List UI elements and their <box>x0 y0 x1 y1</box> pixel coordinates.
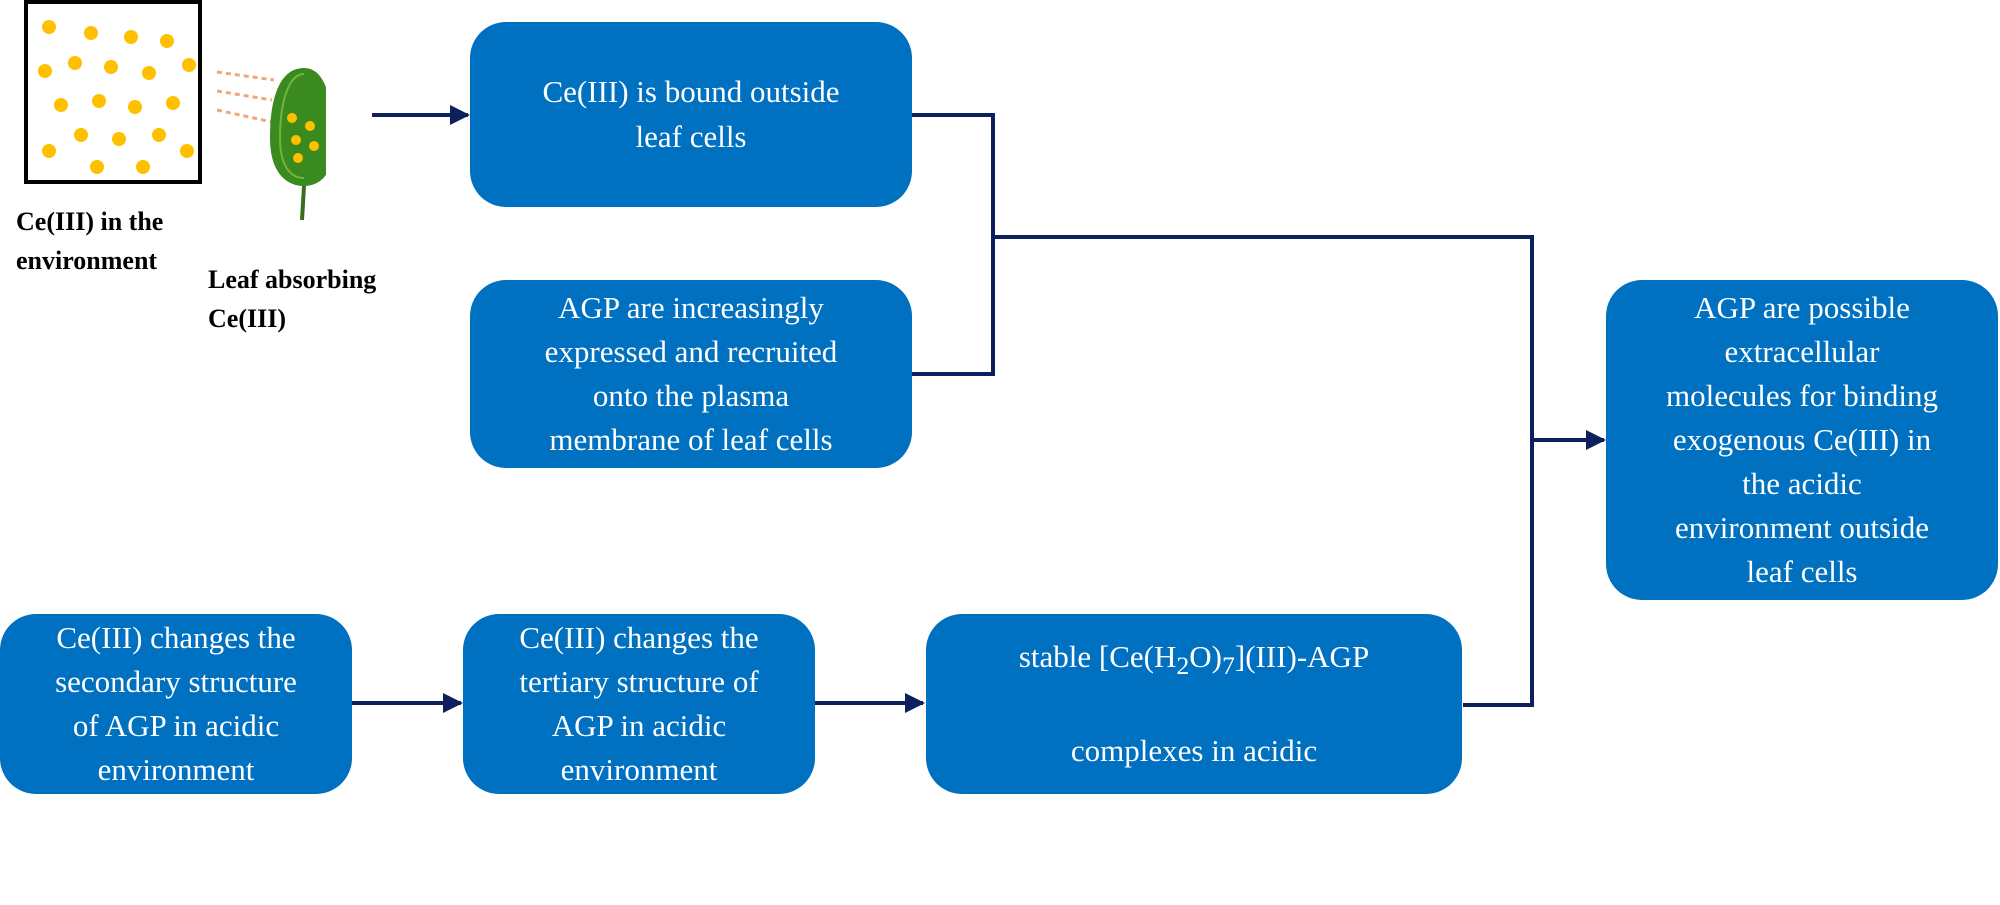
ce-particle-icon <box>166 96 180 110</box>
box-bound-outside-text: Ce(III) is bound outside leaf cells <box>542 74 840 154</box>
ce-particle-icon <box>180 144 194 158</box>
ce-particle-icon <box>142 66 156 80</box>
ce-particle-icon <box>104 60 118 74</box>
leaf-icon <box>216 68 326 221</box>
complex-formula-line: stable [Ce(H2O)7](III)-AGP <box>1018 639 1370 681</box>
ce-particle-icon <box>42 144 56 158</box>
box-agp-expressed-text: AGP are increasingly expressed and recru… <box>544 289 838 458</box>
ce-particle-icon <box>112 132 126 146</box>
ce-particle-icon <box>92 94 106 108</box>
box-binds-complex: Ce(III) binds to AGP to form stable [Ce(… <box>926 551 1462 856</box>
ce-particle-icon <box>90 160 104 174</box>
ce-particle-icon <box>182 58 196 72</box>
connector-merge-to-conclusion <box>993 235 1534 707</box>
ce-particle-icon <box>136 160 150 174</box>
ce-particle-icon <box>124 30 138 44</box>
environment-caption: Ce(III) in the environment <box>16 207 164 275</box>
ce-particle-icon <box>42 20 56 34</box>
ce-particle-icon <box>54 98 68 112</box>
box-secondary-structure: Ce(III) changes the secondary structure … <box>0 614 352 794</box>
ce-environment-illustration <box>24 0 202 184</box>
box-conclusion-text: AGP are possible extracellular molecules… <box>1665 289 1939 590</box>
box-tertiary-structure: Ce(III) changes the tertiary structure o… <box>463 614 815 794</box>
leaf-caption: Leaf absorbing Ce(III) <box>208 265 377 333</box>
ce-particle-icon <box>68 56 82 70</box>
ce-particle-icon <box>160 34 174 48</box>
box-binds-complex-text: Ce(III) binds to AGP to form stable [Ce(… <box>1014 551 1374 856</box>
box-secondary-structure-text: Ce(III) changes the secondary structure … <box>55 619 297 788</box>
box-agp-expressed: AGP are increasingly expressed and recru… <box>470 280 912 468</box>
ce-particle-icon <box>128 100 142 114</box>
connector-bound-to-merge <box>912 113 995 376</box>
ce-particle-icon <box>38 64 52 78</box>
box-conclusion: AGP are possible extracellular molecules… <box>1606 280 1998 600</box>
connector-layer <box>352 105 1606 713</box>
box-tertiary-structure-text: Ce(III) changes the tertiary structure o… <box>519 619 759 788</box>
ce-particle-icon <box>84 26 98 40</box>
ce-particle-icon <box>74 128 88 142</box>
ce-particle-icon <box>152 128 166 142</box>
box-bound-outside: Ce(III) is bound outside leaf cells <box>470 22 912 207</box>
